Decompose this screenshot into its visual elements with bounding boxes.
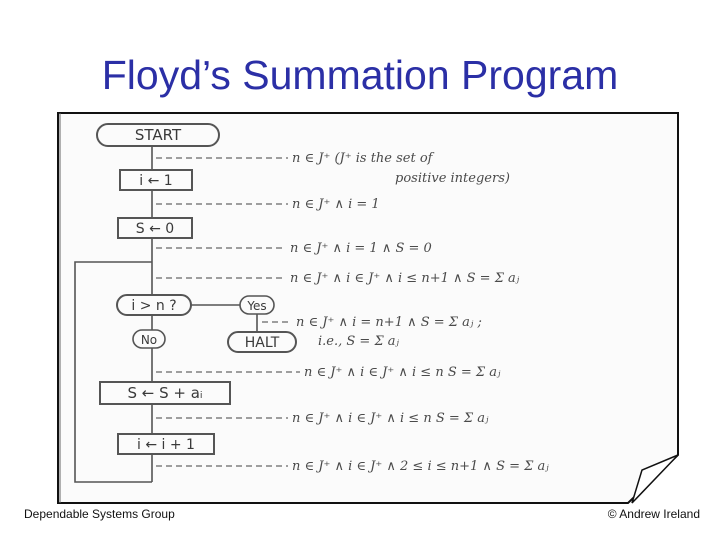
init-s-label: S ← 0 <box>136 221 174 237</box>
footer-organization: Dependable Systems Group <box>24 507 175 521</box>
halt-node <box>227 331 297 353</box>
body-i-label: i ← i + 1 <box>137 437 195 453</box>
body-s-box <box>99 381 231 405</box>
assertion-1: n ∈ J⁺ (J⁺ is the set of <box>292 151 435 166</box>
start-node <box>96 123 220 147</box>
assertion-1b: positive integers) <box>395 171 510 186</box>
yes-label: Yes <box>246 299 266 313</box>
assertion-5: n ∈ J⁺ ∧ i = n+1 ∧ S = Σ aⱼ ; <box>296 315 482 330</box>
no-label: No <box>141 333 157 347</box>
assertion-7: n ∈ J⁺ ∧ i ∈ J⁺ ∧ i ≤ n S = Σ aⱼ <box>292 411 489 426</box>
init-i-label: i ← 1 <box>139 173 172 189</box>
assertion-5b: i.e., S = Σ aⱼ <box>318 334 400 349</box>
assertion-4: n ∈ J⁺ ∧ i ∈ J⁺ ∧ i ≤ n+1 ∧ S = Σ aⱼ <box>290 271 520 286</box>
test-label: i > n ? <box>131 298 176 314</box>
slide-title: Floyd’s Summation Program <box>101 52 619 98</box>
no-node <box>132 329 166 349</box>
loop-back-line <box>74 261 152 483</box>
assertion-leaders <box>156 157 300 467</box>
body-i-box <box>117 433 215 455</box>
assertion-3: n ∈ J⁺ ∧ i = 1 ∧ S = 0 <box>290 241 432 256</box>
assertion-8: n ∈ J⁺ ∧ i ∈ J⁺ ∧ 2 ≤ i ≤ n+1 ∧ S = Σ aⱼ <box>292 459 549 474</box>
assertion-2: n ∈ J⁺ ∧ i = 1 <box>292 197 380 212</box>
body-s-label: S ← S + aᵢ <box>127 384 202 402</box>
init-s-box <box>117 217 193 239</box>
halt-label: HALT <box>245 335 280 351</box>
assertion-6: n ∈ J⁺ ∧ i ∈ J⁺ ∧ i ≤ n S = Σ aⱼ <box>304 365 501 380</box>
start-label: START <box>135 126 182 144</box>
footer-author: © Andrew Ireland <box>607 507 700 521</box>
page-curl <box>631 454 679 504</box>
init-i-box <box>119 169 193 191</box>
